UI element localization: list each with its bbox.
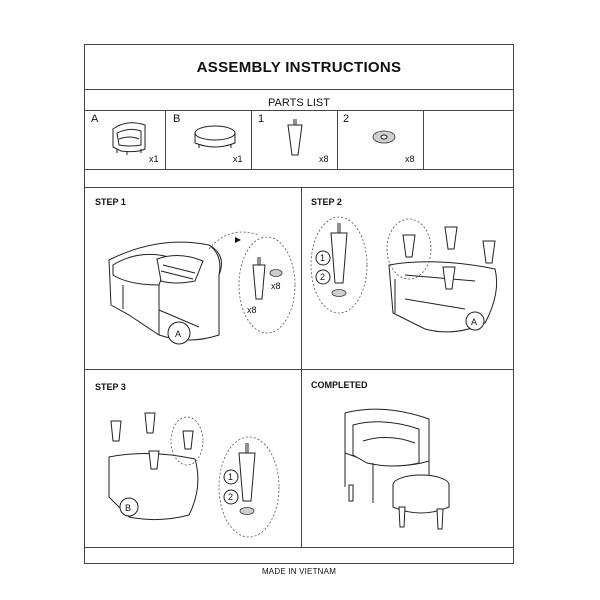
part-b-label: B <box>173 113 181 125</box>
divider <box>251 110 252 169</box>
part-a-label: A <box>91 113 99 125</box>
step-1-leg-qty: x8 <box>247 305 257 315</box>
leg-icon <box>287 119 303 156</box>
step-3-callout-1: 1 <box>228 472 233 482</box>
divider <box>301 187 302 547</box>
divider <box>85 547 513 548</box>
step-1-label: STEP 1 <box>95 197 126 207</box>
completed-illustration <box>344 408 450 530</box>
divider <box>85 187 513 188</box>
part-b-qty: x1 <box>233 154 243 164</box>
step-1-part-label: A <box>175 329 181 339</box>
step-2-illustration: 1 2 A <box>310 216 498 333</box>
divider <box>85 369 513 370</box>
step-2-part-label: A <box>471 317 477 327</box>
divider <box>337 110 338 169</box>
footer-origin: MADE IN VIETNAM <box>261 567 337 576</box>
part-2-qty: x8 <box>405 154 415 164</box>
step-1-illustration: A x8 x8 <box>108 231 296 345</box>
step-3-label: STEP 3 <box>95 382 126 392</box>
ottoman-icon <box>194 125 236 148</box>
divider <box>85 169 513 170</box>
page-title: ASSEMBLY INSTRUCTIONS <box>196 59 402 76</box>
step-1-washer-qty: x8 <box>271 281 281 291</box>
washer-icon <box>372 130 396 144</box>
step-2-label: STEP 2 <box>311 197 342 207</box>
divider <box>85 110 513 111</box>
part-2-label: 2 <box>343 113 350 125</box>
divider <box>423 110 424 169</box>
parts-list-title: PARTS LIST <box>268 97 330 109</box>
part-1-qty: x8 <box>319 154 329 164</box>
instruction-sheet: ASSEMBLY INSTRUCTIONS PARTS LIST A B 1 2… <box>84 44 514 576</box>
step-3-part-label: B <box>125 503 131 513</box>
armchair-icon <box>112 122 146 155</box>
step-3-callout-2: 2 <box>228 492 233 502</box>
part-a-qty: x1 <box>149 154 159 164</box>
step-3-illustration: 1 2 B <box>108 412 280 538</box>
step-2-callout-2: 2 <box>320 272 325 282</box>
part-1-label: 1 <box>258 113 265 125</box>
divider <box>85 89 513 90</box>
divider <box>165 110 166 169</box>
completed-label: COMPLETED <box>311 380 368 390</box>
step-2-callout-1: 1 <box>320 253 325 263</box>
